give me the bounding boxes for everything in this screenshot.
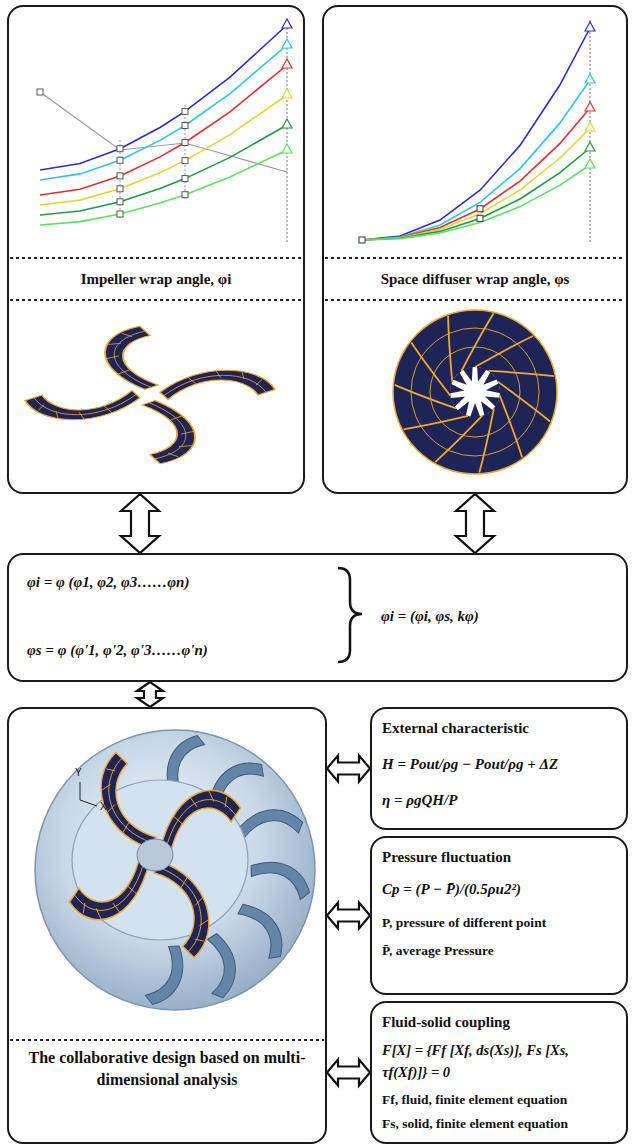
box-heading: Fluid-solid coupling: [382, 1011, 616, 1033]
section-box: Space diffuser wrap angle, φs: [322, 5, 628, 494]
formula-box: φi = φ (φ1, φ2, φ3……φn) φs = φ (φ'1, φ'2,…: [7, 553, 628, 682]
formula-text: F[X] = {Ff [Xf, ds(Xs)], Fs [Xs, τf(Xf)]…: [382, 1039, 616, 1083]
diffuser-chart: [359, 20, 595, 243]
double-arrow: [327, 1060, 370, 1086]
formula-text: φs = φ (φ'1, φ'2, φ'3……φ'n): [27, 639, 208, 661]
box-heading: External characteristic: [382, 717, 616, 739]
axis-label: X: [100, 801, 107, 813]
dashed-separator: [10, 258, 625, 1040]
note-text: P, pressure of different point: [382, 912, 616, 934]
analysis-box: Fluid-solid couplingF[X] = {Ff [Xf, ds(X…: [370, 1001, 628, 1144]
note-text: Ff, fluid, finite element equation: [382, 1089, 616, 1111]
diffuser-figure: [393, 310, 557, 474]
formula-text: H = Pout/ρg − Pout/ρg + ΔZ: [382, 753, 616, 775]
note-text: P̄, average Pressure: [382, 940, 616, 962]
impeller-figure: [25, 326, 275, 464]
design-box: The collaborative design based on multi-…: [7, 707, 327, 1144]
section-box: Impeller wrap angle, φi: [7, 5, 305, 494]
brace: [338, 568, 362, 662]
pump-figure: [35, 711, 316, 1011]
section-title: Impeller wrap angle, φi: [15, 268, 297, 290]
section-title: Space diffuser wrap angle, φs: [330, 268, 620, 290]
formula-text: η = ρgQH/P: [382, 789, 616, 811]
formula-text: Cp = (P − P̄)/(0.5ρu2²): [382, 878, 616, 900]
impeller-chart: [37, 19, 292, 242]
analysis-box: Pressure fluctuation Cp = (P − P̄)/(0.5ρu…: [370, 836, 628, 995]
double-arrow: [327, 756, 370, 782]
double-arrow: [327, 903, 370, 929]
note-text: Fs, solid, finite element equation: [382, 1113, 616, 1135]
formula-text: φi = φ (φ1, φ2, φ3……φn): [27, 571, 189, 593]
analysis-box: External characteristic H = Pout/ρg − Pou…: [370, 707, 628, 830]
design-caption: The collaborative design based on multi-…: [23, 1047, 311, 1091]
double-arrow: [121, 494, 159, 553]
box-heading: Pressure fluctuation: [382, 846, 616, 868]
double-arrow: [137, 682, 163, 707]
double-arrow: [456, 494, 494, 553]
axis-label: Y: [75, 767, 82, 779]
formula-text: φi = (φi, φs, kφ): [381, 605, 479, 627]
